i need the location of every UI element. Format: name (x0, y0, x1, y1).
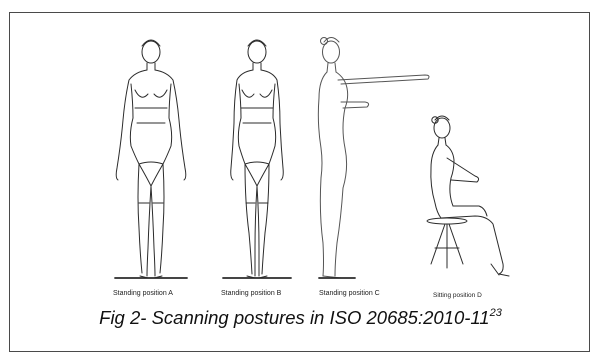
standing-position-a-figure-icon (115, 40, 187, 278)
caption-superscript: 23 (490, 307, 502, 319)
posture-label-c: Standing position C (319, 290, 380, 297)
posture-illustration (95, 28, 525, 290)
standing-position-c-figure-icon (318, 38, 429, 279)
posture-label-a: Standing position A (113, 290, 173, 297)
posture-figure: Standing position A Standing position B … (95, 28, 525, 290)
figure-caption: Fig 2- Scanning postures in ISO 20685:20… (0, 307, 601, 329)
posture-label-b: Standing position B (221, 290, 281, 297)
sitting-position-d-figure-icon (427, 116, 509, 276)
standing-position-b-figure-icon (223, 40, 291, 278)
caption-text: Fig 2- Scanning postures in ISO 20685:20… (99, 307, 489, 328)
posture-label-d: Sitting position D (433, 292, 482, 299)
